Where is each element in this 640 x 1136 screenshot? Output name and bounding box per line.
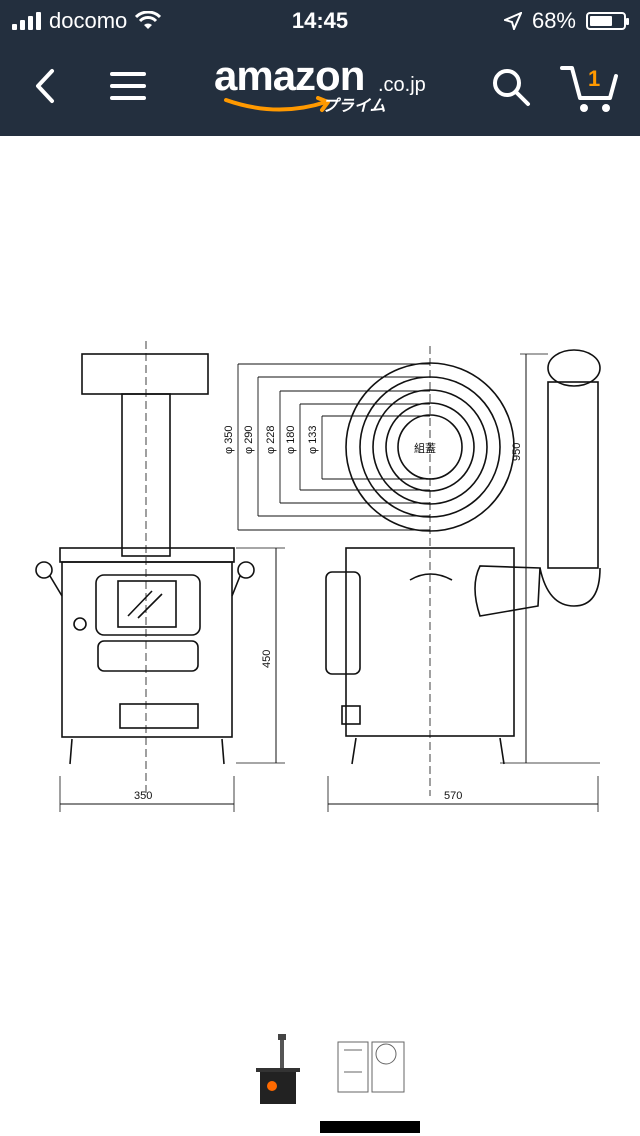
stove-technical-drawing: φ 350 φ 290 φ 228 φ 180 φ 133 組蓋 450 950… <box>35 341 601 812</box>
diameter-dim-lines <box>237 363 430 531</box>
product-image-area[interactable]: φ 350 φ 290 φ 228 φ 180 φ 133 組蓋 450 950… <box>0 136 640 1136</box>
dim-label-350: 350 <box>134 790 152 802</box>
carrier-name: docomo <box>49 8 128 33</box>
status-bar: docomo 14:45 68% <box>0 0 640 42</box>
logo-prime: プライム <box>322 98 386 115</box>
image-thumbnails <box>0 1030 640 1110</box>
side-flue-top <box>547 349 601 387</box>
signal-icon <box>12 12 41 30</box>
dim-label-d180: φ 180 <box>285 425 297 454</box>
back-icon <box>36 69 54 103</box>
thumbnail-stove-photo[interactable] <box>240 1030 320 1110</box>
dim-label-d133: φ 133 <box>307 425 319 454</box>
wifi-icon <box>135 11 162 29</box>
carrier-group: docomo <box>12 8 162 34</box>
side-flue-pipe <box>547 381 599 569</box>
dim-label-d228: φ 228 <box>265 425 277 454</box>
selected-thumbnail-indicator <box>320 1121 420 1133</box>
search-icon <box>493 69 530 106</box>
side-spring-handle <box>409 573 453 581</box>
front-door <box>95 574 201 636</box>
amazon-header: amazon .co.jp プライム 1 <box>0 42 640 136</box>
front-knob <box>73 617 87 631</box>
dim-label-950: 950 <box>511 443 523 461</box>
status-right: 68% <box>503 8 629 34</box>
smile-arrow-icon <box>224 96 330 112</box>
left-handle <box>35 561 53 579</box>
side-body <box>345 547 515 737</box>
dim-label-450: 450 <box>261 650 273 668</box>
logo-tld: .co.jp <box>378 74 426 96</box>
front-window <box>117 580 177 628</box>
location-arrow-icon <box>503 12 522 30</box>
left-handle-arm <box>49 575 63 597</box>
amazon-prime-logo[interactable]: amazon .co.jp プライム <box>214 52 434 122</box>
search-button[interactable] <box>488 64 534 110</box>
cart-button[interactable]: 1 <box>560 60 620 116</box>
right-handle-arm <box>231 575 241 597</box>
side-damper <box>341 705 361 725</box>
cart-icon <box>560 66 618 112</box>
dim-label-570: 570 <box>444 790 462 802</box>
menu-button[interactable] <box>106 66 150 106</box>
logo-word: amazon <box>214 52 365 99</box>
side-legs <box>351 737 505 765</box>
front-top-plate <box>59 547 235 563</box>
status-time: 14:45 <box>291 8 349 33</box>
dim-label-d290: φ 290 <box>243 425 255 454</box>
menu-icon <box>110 72 146 100</box>
dim-label-d350: φ 350 <box>223 425 235 454</box>
battery-percent: 68% <box>531 8 576 33</box>
side-door <box>325 571 361 675</box>
front-ash-drawer <box>119 703 199 729</box>
thumbnail-drawing[interactable] <box>330 1030 410 1110</box>
back-button[interactable] <box>28 64 62 108</box>
front-vent <box>97 640 199 672</box>
window-glare-line <box>127 590 153 617</box>
right-handle <box>237 561 255 579</box>
side-flue-elbow <box>539 567 601 607</box>
drawing-thumb-icon <box>337 1041 405 1093</box>
side-elbow-joint <box>474 565 541 617</box>
front-body <box>61 561 233 738</box>
center-label: 組蓋 <box>414 442 436 455</box>
front-legs <box>69 738 225 765</box>
stove-photo-icon <box>256 1034 300 1104</box>
front-chimney-cap <box>81 353 209 395</box>
cart-count: 1 <box>588 66 601 91</box>
battery-icon <box>586 12 629 30</box>
window-glare-line <box>137 593 163 619</box>
